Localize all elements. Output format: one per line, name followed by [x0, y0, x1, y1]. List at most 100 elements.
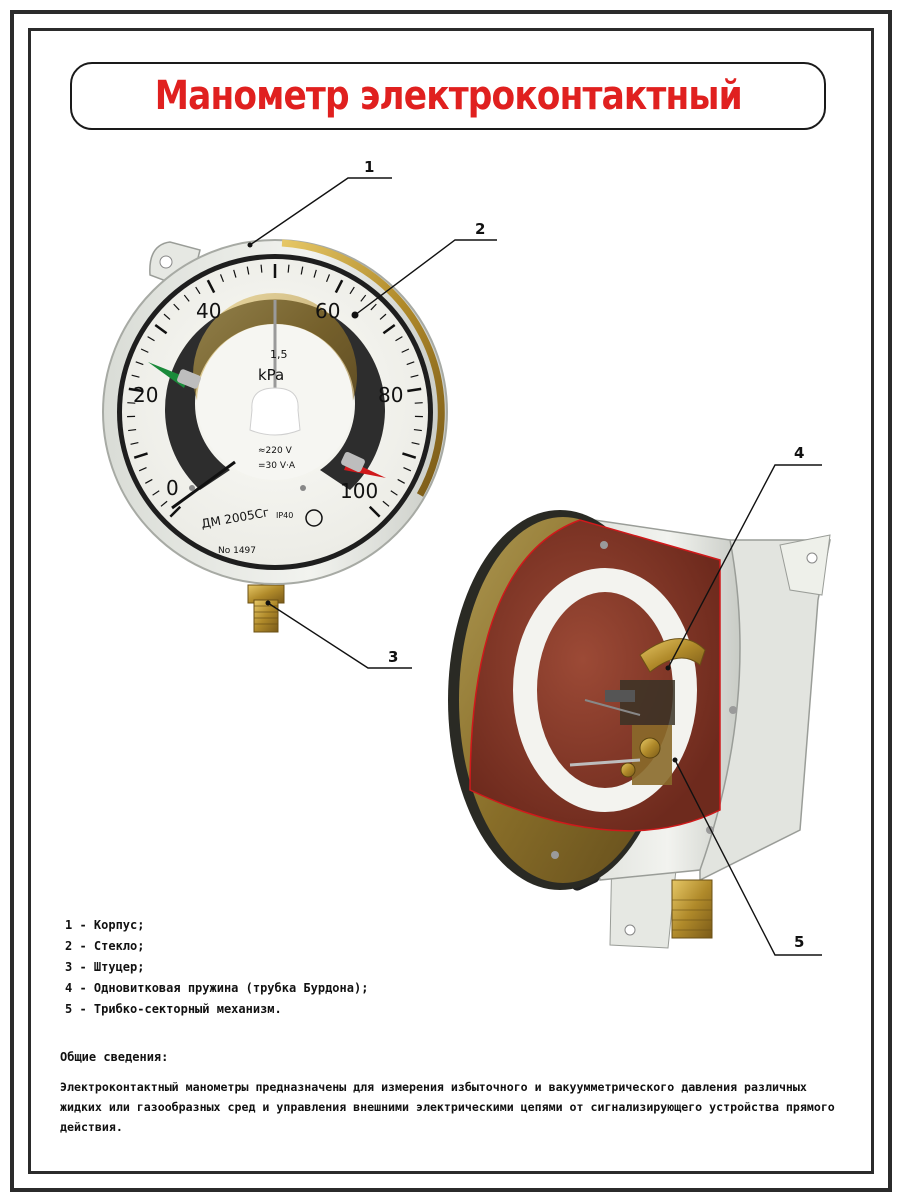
scale-label-80: 80 [378, 383, 403, 407]
leader-dot-1 [247, 242, 253, 248]
scale-tick [325, 274, 331, 283]
leader-dot-3 [265, 600, 271, 606]
scale-tick [413, 428, 422, 432]
scale-ticks [127, 264, 423, 518]
scale-tick [131, 374, 140, 378]
sector-mechanism [569, 680, 675, 785]
bourdon-tube [639, 638, 706, 673]
screw [729, 706, 737, 714]
scale-tick [145, 478, 153, 484]
leader-1 [249, 177, 392, 246]
scale-tick [246, 266, 250, 275]
maker-logo [305, 509, 323, 527]
front-gauge: 0 20 40 60 80 100 1,5 kPa ≈220 V =30 V·A… [102, 239, 448, 633]
scale-tick [406, 361, 415, 366]
scale-tick [414, 402, 423, 404]
scale-tick [390, 490, 398, 496]
flange-ear-top [779, 534, 831, 596]
scale-tick [410, 374, 419, 378]
screw [189, 485, 195, 491]
scale-tick [300, 266, 304, 275]
brass-bezel [281, 239, 445, 497]
leader-5 [674, 759, 822, 956]
scale-tick [140, 348, 149, 353]
scale-tick [287, 264, 290, 273]
scale-label-40: 40 [196, 299, 221, 323]
inner-frame [28, 28, 874, 1174]
scale-tick [370, 303, 377, 311]
scale-tick [133, 452, 148, 459]
red-contact-clip [341, 451, 365, 473]
scale-tick [397, 478, 405, 484]
scale-tick [154, 323, 168, 335]
scale-tick [128, 428, 137, 432]
callouts [249, 177, 822, 956]
protection-label: IP40 [276, 511, 293, 520]
callout-3: 3 [388, 648, 398, 666]
flange-hole [624, 924, 636, 936]
legend-item: 5 - Трибко-секторный механизм. [65, 1002, 282, 1016]
legend-item: 1 - Корпус; [65, 918, 145, 932]
cutaway-gauge [448, 510, 831, 949]
scale-tick [183, 294, 190, 302]
accuracy-class: 1,5 [270, 348, 288, 361]
leader-3 [267, 602, 412, 669]
mounting-hole [159, 255, 173, 269]
leader-4 [667, 464, 822, 669]
scale-tick [382, 500, 390, 507]
callout-1: 1 [364, 158, 374, 176]
flange-hole [806, 552, 818, 564]
scale-tick [152, 490, 160, 496]
scale-tick [401, 348, 410, 353]
zero-pointer [171, 460, 236, 510]
scale-label-20: 20 [133, 383, 158, 407]
scale-tick [128, 387, 143, 393]
leader-dot-2 [351, 311, 359, 319]
scale-tick [411, 441, 420, 445]
serial-label: No 1497 [218, 546, 256, 556]
legend-item: 2 - Стекло; [65, 939, 145, 953]
title-box: Манометр электроконтактный [70, 62, 826, 130]
fitting-thread [253, 599, 279, 633]
scale-tick [379, 313, 387, 320]
scale-tick [349, 286, 355, 295]
power-label: =30 V·A [258, 461, 296, 471]
scale-tick [127, 402, 136, 404]
scale-tick [260, 264, 263, 273]
scale-tick [360, 294, 367, 302]
needle-hub [249, 387, 301, 436]
legend-list: 1 - Корпус; 2 - Стекло; 3 - Штуцер; 4 - … [65, 915, 368, 1020]
scale-tick [169, 505, 182, 518]
outer-frame [10, 10, 892, 1192]
leader-dot-4 [665, 665, 671, 671]
scale-tick [402, 452, 417, 459]
scale-tick [395, 336, 403, 342]
scale-tick [130, 441, 139, 445]
scale-label-0: 0 [166, 476, 179, 500]
cutaway-fitting [671, 879, 713, 939]
screw [300, 485, 306, 491]
leader-2 [354, 239, 497, 316]
scale-label-100: 100 [340, 479, 378, 503]
green-contact-clip [177, 369, 201, 389]
info-paragraph: Электроконтактный манометры предназначен… [60, 1080, 835, 1134]
scale-tick [368, 505, 381, 518]
scale-tick [233, 269, 237, 278]
white-ring [513, 568, 697, 812]
voltage-label: ≈220 V [258, 446, 293, 456]
scale-tick [173, 303, 180, 311]
callout-5: 5 [794, 933, 804, 951]
callout-2: 2 [475, 220, 485, 238]
screw [551, 851, 559, 859]
scale-tick [163, 313, 171, 320]
scale-tick [219, 274, 225, 283]
scale-tick [313, 269, 317, 278]
scale-tick [407, 387, 422, 393]
scale-tick [403, 467, 412, 472]
info-heading: Общие сведения: [60, 1050, 169, 1064]
scale-tick [195, 286, 201, 295]
scale-tick [138, 467, 147, 472]
scale-tick [135, 361, 144, 366]
unit-label: kPa [258, 366, 284, 384]
